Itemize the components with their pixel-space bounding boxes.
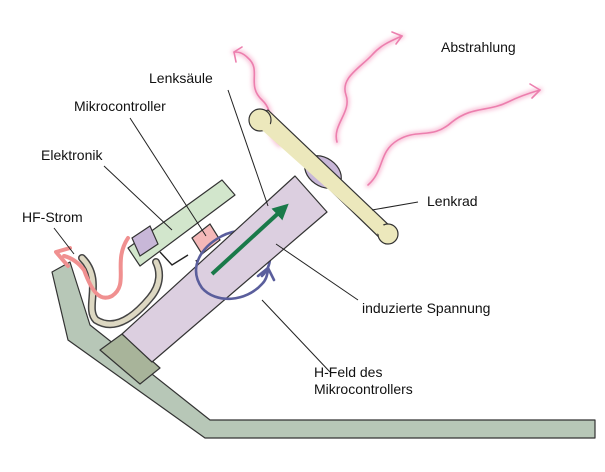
hf-current-arrow — [54, 236, 130, 300]
label-abstrahlung: Abstrahlung — [441, 39, 516, 55]
microcontroller-chip — [191, 223, 221, 255]
label-hf-strom: HF-Strom — [22, 209, 83, 225]
label-elektronik: Elektronik — [41, 147, 103, 163]
dashboard-panel — [51, 261, 596, 439]
column-clamp — [99, 333, 161, 385]
label-h-feld-line2: Mikrocontrollers — [314, 381, 413, 397]
label-induzierte-spannung: induzierte Spannung — [362, 300, 491, 316]
label-mikrocontroller: Mikrocontroller — [74, 98, 166, 114]
induced-voltage-arrow — [210, 203, 289, 276]
h-field-loop-front — [194, 232, 276, 301]
leader-lines — [53, 89, 419, 373]
steering-wheel — [248, 108, 399, 245]
steering-column — [121, 175, 328, 363]
label-h-feld-line1: H-Feld des — [314, 364, 383, 380]
label-lenksaeule: Lenksäule — [149, 70, 213, 86]
label-lenkrad: Lenkrad — [427, 193, 478, 209]
